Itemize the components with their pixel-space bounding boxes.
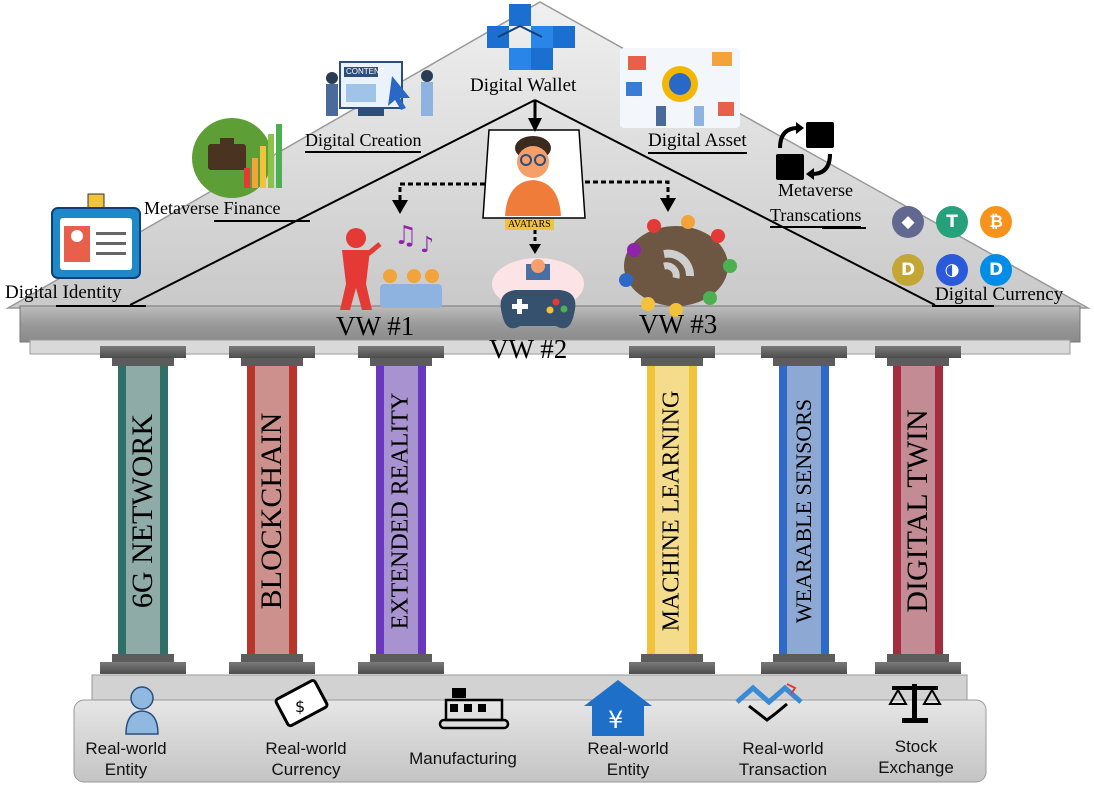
content-screen-label: CONTENT [346,67,385,76]
pillar-blockchain [229,346,315,674]
metaverse-transactions-label-line2: Transcations [770,205,862,228]
crypto-coin-icon-3: ₿ [980,206,1012,238]
crypto-coin-icon-4: D [892,254,924,286]
metaverse-transactions-underline [822,227,866,229]
pillar-wearable-sensors [761,346,847,674]
pillar-extended-reality-label-box: EXTENDED REALITY [376,366,426,656]
meeting-table-icon [619,215,737,317]
id-card-icon [51,193,141,279]
digital-identity-label: Digital Identity [5,282,122,303]
gamepad-icon [492,258,584,329]
pillar-machine-learning-label-box: MACHINE LEARNING [647,366,697,656]
svg-text:♪: ♪ [420,233,434,258]
pillar-machine-learning-label: MACHINE LEARNING [658,390,685,632]
singer-audience-icon: ♫ ♪ [340,221,442,310]
digital-creation-label: Digital Creation [305,130,422,153]
pillar-6g [100,346,186,674]
digital-currency-underline [932,305,994,307]
content-creation-icon [326,61,433,116]
metaverse-transactions-label-line1: Metaverse [778,180,853,200]
digital-currency-label: Digital Currency [935,284,1064,305]
metaverse-finance-underline [214,220,310,222]
pillar-6g-label: 6G NETWORK [126,413,159,609]
pillar-digital-twin-label-box: DIGITAL TWIN [893,366,943,656]
foundation-label-3: Manufacturing [409,749,517,768]
crypto-coin-icon-1: ◆ [892,206,924,238]
crypto-coin-icon-5: ◑ [936,254,968,286]
pillar-6g-label-box: 6G NETWORK [118,366,168,656]
pillar-blockchain-label-box: BLOCKCHAIN [247,366,297,656]
pillar-digital-twin [875,346,961,674]
pillar-wearable-sensors-label-box: WEARABLE SENSORS [779,366,829,656]
digital-wallet-label: Digital Wallet [470,75,577,96]
foundation-lower-step [73,699,987,783]
inner-roof-left-line [129,99,536,306]
vw-1-label: VW #1 [336,311,415,341]
pillar-extended-reality-label: EXTENDED REALITY [387,392,414,630]
pillar-machine-learning [629,346,715,674]
pillar-wearable-sensors-label: WEARABLE SENSORS [791,398,816,624]
exchange-arrows-icon [776,122,834,180]
avatar-icon [482,129,586,219]
vw-3-label: VW #3 [639,309,718,339]
crypto-coin-icon-2: T [936,206,968,238]
arrow-avatar-to-vw3 [585,180,670,202]
metaverse-finance-label: Metaverse Finance [144,198,281,218]
pillar-blockchain-label: BLOCKCHAIN [255,412,288,610]
arrow-avatar-to-vw1 [398,182,485,204]
avatars-label: AVATARS [505,219,554,230]
digital-identity-underline [56,305,146,307]
crypto-coin-icon-6: D [980,254,1012,286]
nft-asset-icon [620,48,740,128]
finance-growth-icon [192,118,282,198]
digital-asset-label: Digital Asset [648,130,747,154]
pillar-extended-reality [358,346,444,674]
pillar-digital-twin-label: DIGITAL TWIN [901,409,934,613]
vw-2-label: VW #2 [489,334,568,364]
svg-text:♫: ♫ [394,221,417,251]
blockchain-cubes-icon [487,4,575,70]
inner-roof-right-line [534,99,936,306]
